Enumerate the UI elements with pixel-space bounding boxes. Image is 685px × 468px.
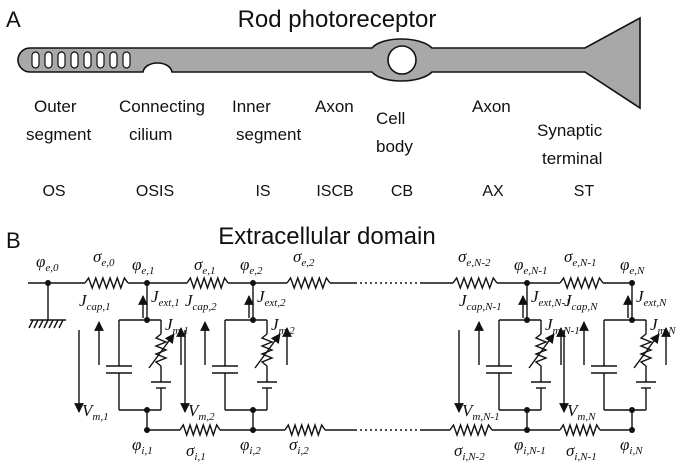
extracellular-node-ground (45, 280, 51, 286)
region-abbreviations: OS OSIS IS ISCB CB AX ST (42, 183, 594, 200)
phi-e-0-label: φe,0 (36, 252, 59, 274)
compartment-0-membrane-resistor (154, 333, 168, 367)
abbr-iscb: ISCB (316, 183, 353, 200)
intracellular-resistor-n2 (449, 422, 493, 438)
compartment-2-variable-arrow (528, 333, 555, 369)
region-cc-line2: cilium (129, 125, 172, 144)
v-m-1-label: Vm,2 (188, 401, 215, 423)
phi-e-2-label: φe,2 (240, 255, 263, 277)
phi-e-1-label: φe,1 (132, 255, 155, 277)
region-cb-line2: body (376, 137, 413, 156)
region-st-line1: Synaptic (537, 121, 603, 140)
v-m-3-label: Vm,N (567, 401, 596, 423)
region-os-line2: segment (26, 125, 91, 144)
sigma-i-2-label: σi,2 (289, 435, 309, 457)
compartment-3-membrane-resistor (639, 333, 653, 367)
region-axon1: Axon (315, 97, 354, 116)
ground-hatch (38, 319, 44, 329)
j-cap-3-label: Jcap,N (564, 291, 598, 313)
intracellular-node-0 (144, 427, 150, 433)
nucleus (387, 45, 417, 75)
ground-hatch (53, 319, 59, 329)
intracellular-resistor-1 (179, 422, 221, 438)
extracellular-resistor-n1 (559, 275, 604, 291)
phi-i-2-label: φi,2 (240, 435, 261, 457)
region-is-line1: Inner (232, 97, 271, 116)
abbr-is: IS (255, 183, 270, 200)
extracellular-resistor-n2 (452, 275, 498, 291)
panel-a-title: Rod photoreceptor (238, 6, 437, 33)
ground-hatch (28, 319, 34, 329)
region-st-line2: terminal (542, 149, 602, 168)
sigma-e-2-label: σe,2 (293, 247, 315, 269)
abbr-st: ST (574, 183, 595, 200)
intracellular-node-2 (524, 427, 530, 433)
sigma-e-1-label: σe,1 (194, 255, 216, 277)
j-cap-0-label: Jcap,1 (79, 291, 111, 313)
abbr-os: OS (42, 183, 65, 200)
phi-i-n-label: φi,N (620, 435, 643, 457)
compartment-0-variable-arrow (148, 333, 175, 369)
j-ext-3-label: Jext,N (636, 287, 667, 309)
region-cc-line1: Connecting (119, 97, 205, 116)
ground-hatch (33, 319, 39, 329)
intracellular-node-3 (629, 427, 635, 433)
abbr-osis: OSIS (136, 183, 174, 200)
sigma-i-n1-label: σi,N-1 (566, 441, 597, 463)
outer-segment-disks (31, 51, 131, 69)
sigma-e-n1-label: σe,N-1 (564, 247, 597, 269)
ground-hatch (48, 319, 54, 329)
region-labels: Outer segment Connecting cilium Inner se… (26, 97, 603, 168)
compartment-2-membrane-resistor (534, 333, 548, 367)
extracellular-resistor-0 (84, 275, 129, 291)
extracellular-resistor-2 (286, 275, 331, 291)
v-m-2-label: Vm,N-1 (462, 401, 500, 423)
j-m-1-label: Jm,2 (271, 315, 295, 337)
ground-hatch (58, 319, 64, 329)
sigma-i-1-label: σi,1 (186, 441, 206, 463)
region-cb-line1: Cell (376, 109, 405, 128)
j-ext-2-label: Jext,N-1 (531, 287, 571, 309)
j-cap-2-label: Jcap,N-1 (459, 291, 502, 313)
j-cap-1-label: Jcap,2 (185, 291, 217, 313)
j-ext-1-label: Jext,2 (257, 287, 286, 309)
ground-hatch (43, 319, 49, 329)
region-is-line2: segment (236, 125, 301, 144)
panel-b-letter: B (6, 228, 21, 253)
phi-e-n-label: φe,N (620, 255, 645, 277)
compartment-3-variable-arrow (633, 333, 660, 369)
phi-i-n1-label: φi,N-1 (514, 435, 546, 457)
j-ext-0-label: Jext,1 (151, 287, 180, 309)
intracellular-resistor-2 (284, 422, 326, 438)
extracellular-resistor-1 (186, 275, 229, 291)
v-m-0-label: Vm,1 (82, 401, 109, 423)
sigma-e-n2-label: σe,N-2 (458, 247, 491, 269)
abbr-cb: CB (391, 183, 413, 200)
phi-i-1-label: φi,1 (132, 435, 153, 457)
sigma-i-n2-label: σi,N-2 (454, 441, 485, 463)
panel-b-title: Extracellular domain (218, 223, 435, 250)
region-axon2: Axon (472, 97, 511, 116)
compartment-1-membrane-resistor (260, 333, 274, 367)
intracellular-resistor-n1 (559, 422, 601, 438)
sigma-e-0-label: σe,0 (93, 247, 115, 269)
panel-a-letter: A (6, 7, 21, 32)
j-m-2-label: Jm,N-1 (545, 315, 580, 337)
j-m-3-label: Jm,N (650, 315, 676, 337)
phi-e-n1-label: φe,N-1 (514, 255, 548, 277)
compartment-1-variable-arrow (254, 333, 281, 369)
abbr-ax: AX (482, 183, 504, 200)
rod-cell-shape (17, 16, 641, 110)
region-os-line1: Outer (34, 97, 77, 116)
equivalent-circuit: φe,0 φe,1 φe,2 φe,N-1 φe,N σe,0 σe,1 σe,2 σe,N-2… (28, 247, 676, 463)
intracellular-node-1 (250, 427, 256, 433)
